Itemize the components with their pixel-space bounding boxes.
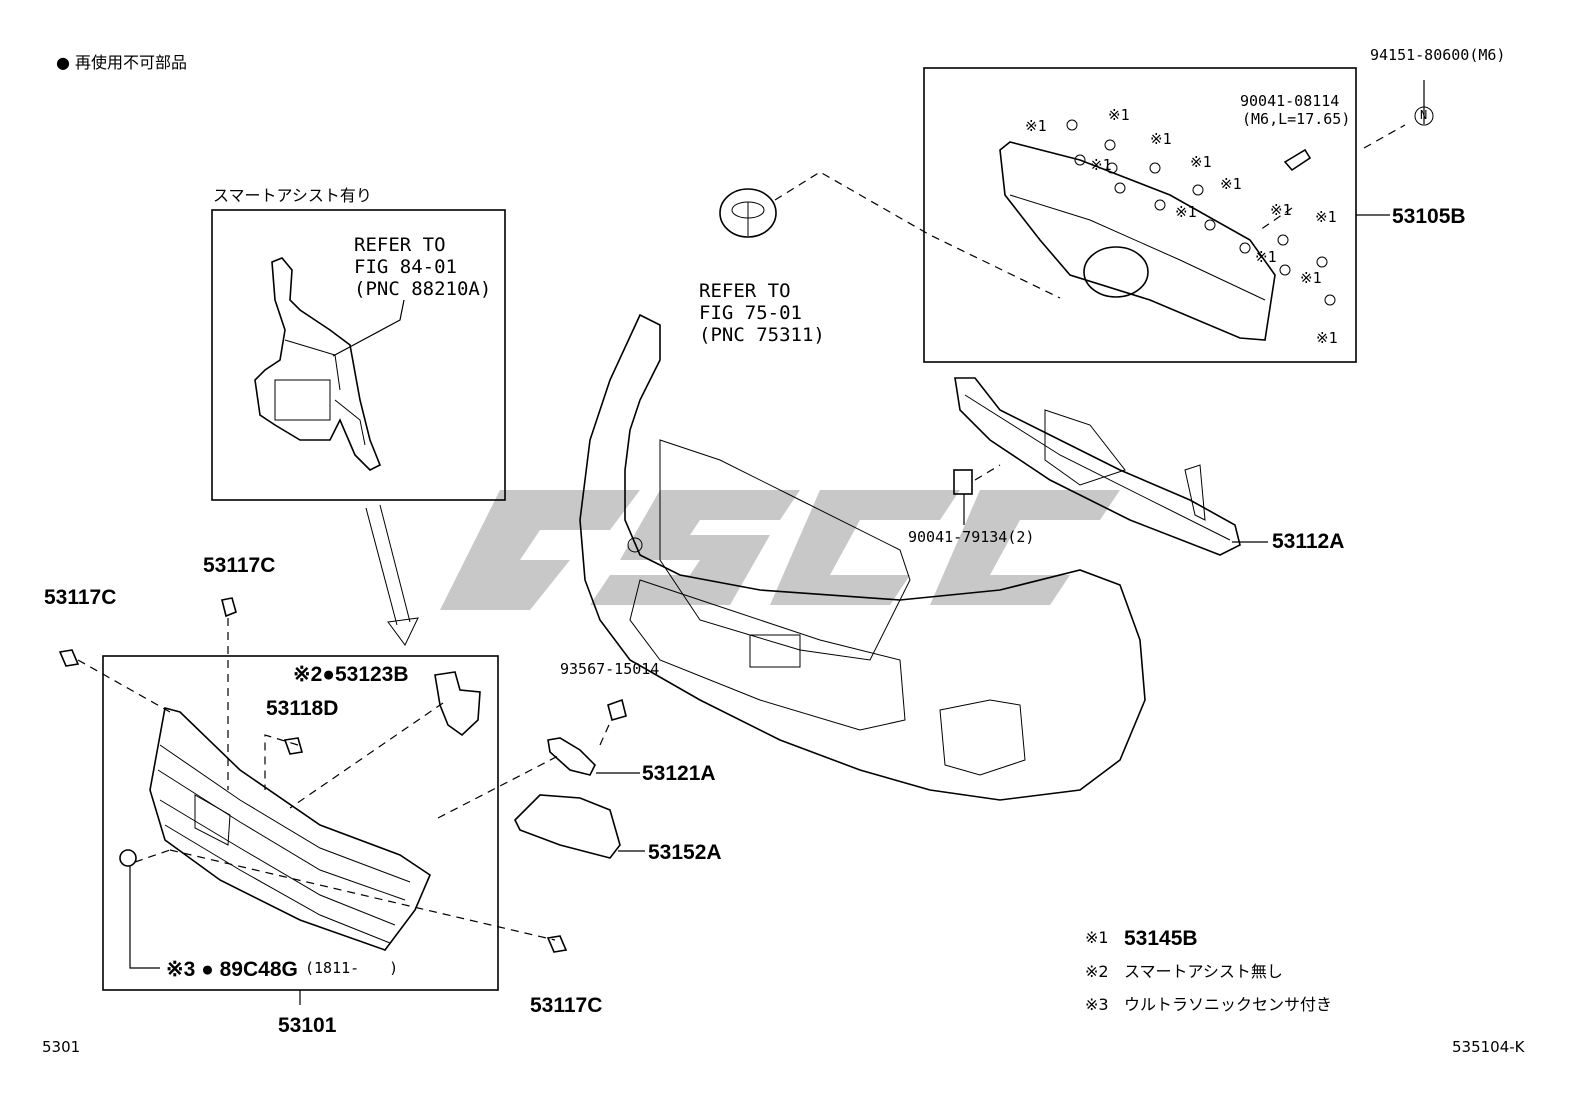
n-mark-circle	[1414, 106, 1434, 126]
sensor-89C48G-drawing	[119, 849, 137, 867]
part-53123B: ※2●53123B	[293, 663, 409, 686]
part-53101: 53101	[278, 1014, 337, 1037]
part-53117C-left: 53117C	[44, 586, 117, 609]
inset-refer-line3: (PNC 88210A)	[354, 278, 492, 300]
star1-label-i: ※1	[1315, 208, 1337, 226]
fasteners-53145B-drawing	[1066, 119, 1336, 306]
part-90041-08114-spec: (M6,L=17.65)	[1242, 110, 1351, 128]
leaders-middle	[596, 772, 645, 852]
bolt-90041-08114-drawing	[1283, 148, 1312, 172]
inset-leader	[332, 299, 405, 357]
emblem-refer-line2: FIG 75-01	[699, 302, 802, 324]
part-53112A: 53112A	[1272, 530, 1345, 553]
middle-dashed	[437, 717, 613, 819]
part-90041-79134: 90041-79134(2)	[908, 528, 1035, 546]
bracket-53121A-drawing	[547, 737, 596, 776]
note2-text: スマートアシスト無し	[1124, 962, 1283, 981]
star1-label-h: ※1	[1270, 201, 1292, 219]
part-53117C-top: 53117C	[203, 554, 276, 577]
leaders-lower	[963, 494, 1268, 543]
inset-refer-line1: REFER TO	[354, 234, 446, 256]
upper-grille-53105B-drawing	[999, 141, 1276, 341]
star1-label-a: ※1	[1025, 117, 1047, 135]
camera-bracket-drawing	[254, 257, 382, 471]
legend-reusable-note: ● 再使用不可部品	[56, 53, 188, 72]
note3-mark: ※3	[1085, 995, 1109, 1014]
star1-label-e: ※1	[1190, 153, 1212, 171]
upper-dashed-lines	[774, 124, 1406, 299]
star1-label-k: ※1	[1300, 269, 1322, 287]
emblem-drawing	[719, 188, 777, 238]
clip-53118D-drawing	[283, 737, 304, 755]
watermark-logo	[440, 490, 1120, 610]
star1-label-f: ※1	[1220, 175, 1242, 193]
note3-text: ウルトラソニックセンサ付き	[1124, 995, 1333, 1014]
part-89C48G-date: (1811- )	[305, 959, 399, 977]
part-53121A: 53121A	[642, 762, 716, 785]
part-53105B: 53105B	[1392, 205, 1466, 228]
nut-90041-79134-drawing	[953, 469, 973, 495]
part-90041-08114: 90041-08114	[1240, 92, 1340, 110]
star1-label-g: ※1	[1175, 203, 1197, 221]
bolt-93567-drawing	[607, 698, 627, 721]
inset-refer-line2: FIG 84-01	[354, 256, 457, 278]
emblem-refer-line3: (PNC 75311)	[699, 324, 825, 346]
note1-text: 53145B	[1124, 927, 1198, 950]
clip-53117C-left-drawing	[58, 649, 80, 667]
lower-grille-53112A-drawing	[954, 377, 1241, 556]
bracket-53123B-drawing	[434, 671, 481, 737]
footer-left-code: 5301	[42, 1038, 81, 1056]
star1-label-b: ※1	[1108, 106, 1130, 124]
star1-label-c: ※1	[1090, 156, 1112, 174]
lower-dashed	[974, 464, 1001, 481]
part-53152A: 53152A	[648, 841, 722, 864]
part-94151-80600: 94151-80600(M6)	[1370, 46, 1506, 64]
part-89C48G: ※3 ● 89C48G	[166, 958, 298, 981]
clip-53117C-top-drawing	[221, 597, 237, 618]
note2-mark: ※2	[1085, 962, 1109, 981]
note1-mark: ※1	[1085, 928, 1109, 947]
part-53117C-bottom: 53117C	[530, 994, 603, 1017]
inset-arrow	[365, 504, 419, 646]
n-mark-letter: N	[1420, 108, 1428, 122]
emblem-refer-line1: REFER TO	[699, 280, 791, 302]
inset-title: スマートアシスト有り	[213, 186, 372, 205]
part-53118D: 53118D	[266, 697, 339, 720]
star1-label-l: ※1	[1316, 329, 1338, 347]
part-93567-15014: 93567-15014	[560, 660, 660, 678]
footer-right-code: 535104-K	[1452, 1038, 1525, 1056]
cover-53152A-drawing	[514, 794, 621, 859]
star1-label-d: ※1	[1150, 130, 1172, 148]
grille-dashed-lines	[77, 618, 556, 941]
star1-label-j: ※1	[1255, 248, 1277, 266]
clip-53117C-bottom-drawing	[546, 935, 568, 953]
front-grille-drawing	[149, 707, 431, 951]
front-bumper-drawing	[579, 313, 1146, 801]
leader-89C48G	[129, 866, 160, 969]
inset-box-smart-assist	[211, 209, 506, 501]
